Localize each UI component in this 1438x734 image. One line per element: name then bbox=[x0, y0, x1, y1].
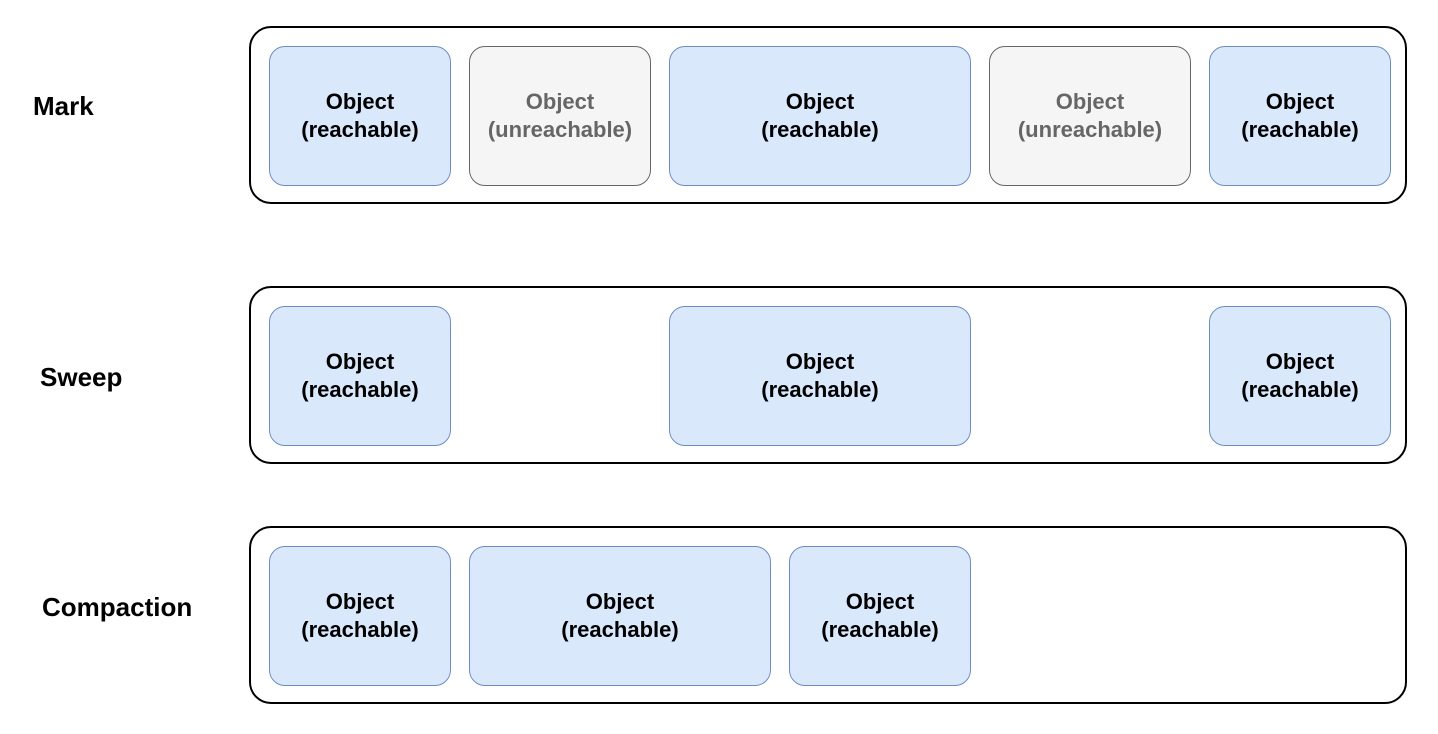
object-box: Object (unreachable) bbox=[469, 46, 651, 186]
object-title: Object bbox=[785, 349, 855, 374]
object-title: Object bbox=[1055, 89, 1125, 114]
heap-lane-mark: Object (reachable) Object (unreachable) … bbox=[249, 26, 1407, 204]
object-title: Object bbox=[525, 89, 595, 114]
row-label-sweep: Sweep bbox=[40, 362, 123, 392]
object-state: (reachable) bbox=[301, 617, 419, 642]
object-box: Object (unreachable) bbox=[989, 46, 1191, 186]
object-state: (reachable) bbox=[1241, 117, 1359, 142]
object-state: (unreachable) bbox=[1017, 117, 1163, 142]
object-state: (reachable) bbox=[1241, 377, 1359, 402]
heap-lane-sweep: Object (reachable) Object (reachable) Ob… bbox=[249, 286, 1407, 464]
object-title: Object bbox=[325, 589, 395, 614]
object-box: Object (reachable) bbox=[469, 546, 771, 686]
object-state: (reachable) bbox=[301, 117, 419, 142]
row-label-compaction: Compaction bbox=[42, 592, 193, 622]
object-box: Object (reachable) bbox=[669, 306, 971, 446]
object-state: (unreachable) bbox=[487, 117, 633, 142]
object-title: Object bbox=[325, 349, 395, 374]
object-title: Object bbox=[585, 589, 655, 614]
object-box: Object (reachable) bbox=[669, 46, 971, 186]
object-box: Object (reachable) bbox=[269, 546, 451, 686]
object-title: Object bbox=[1265, 89, 1335, 114]
object-title: Object bbox=[325, 89, 395, 114]
object-title: Object bbox=[785, 89, 855, 114]
object-box: Object (reachable) bbox=[789, 546, 971, 686]
object-state: (reachable) bbox=[761, 377, 879, 402]
object-box: Object (reachable) bbox=[1209, 306, 1391, 446]
object-state: (reachable) bbox=[561, 617, 679, 642]
object-state: (reachable) bbox=[301, 377, 419, 402]
object-title: Object bbox=[845, 589, 915, 614]
object-box: Object (reachable) bbox=[269, 46, 451, 186]
heap-lane-compaction: Object (reachable) Object (reachable) Ob… bbox=[249, 526, 1407, 704]
object-box: Object (reachable) bbox=[269, 306, 451, 446]
object-title: Object bbox=[1265, 349, 1335, 374]
object-state: (reachable) bbox=[821, 617, 939, 642]
row-label-mark: Mark bbox=[33, 91, 94, 121]
object-box: Object (reachable) bbox=[1209, 46, 1391, 186]
object-state: (reachable) bbox=[761, 117, 879, 142]
